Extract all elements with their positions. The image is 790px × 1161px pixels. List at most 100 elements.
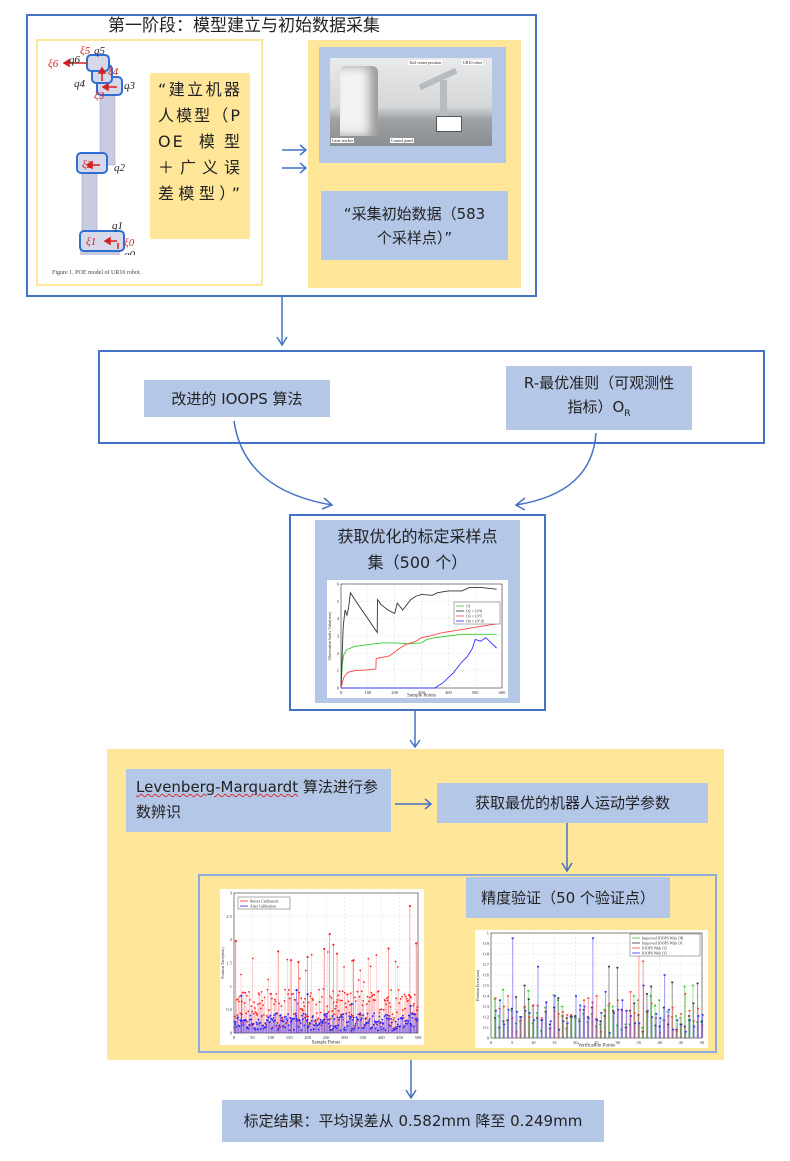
y-tick-label: 0.5 <box>483 983 489 988</box>
error-point <box>363 981 365 984</box>
verification-marker <box>575 995 577 997</box>
error-point <box>410 996 412 999</box>
error-point <box>372 1023 375 1026</box>
verification-marker <box>578 1008 581 1011</box>
error-point <box>370 991 373 994</box>
verification-marker <box>514 1022 517 1025</box>
y-tick-label: 0.8 <box>483 952 489 957</box>
verification-marker <box>582 1008 585 1011</box>
error-point <box>340 1015 342 1018</box>
error-point <box>237 1000 240 1003</box>
error-point <box>367 957 370 960</box>
error-point <box>343 1026 346 1029</box>
error-point <box>284 988 287 991</box>
verification-marker <box>535 1012 538 1014</box>
error-point <box>327 1022 330 1025</box>
verification-marker <box>654 1017 657 1019</box>
robot-arm-shape <box>418 67 458 91</box>
label-xi1: ξ1 <box>86 236 96 248</box>
verification-marker <box>494 1009 497 1012</box>
ioops-algorithm-text: 改进的 IOOPS 算法 <box>171 389 303 408</box>
verification-marker <box>659 1017 662 1019</box>
error-point <box>328 932 331 936</box>
verification-marker <box>591 937 594 940</box>
error-point <box>287 993 289 995</box>
x-tick-label: 400 <box>378 1035 386 1040</box>
error-point <box>360 1018 362 1021</box>
error-point <box>293 1028 295 1031</box>
error-point <box>277 950 280 953</box>
error-point <box>283 1000 286 1002</box>
verification-marker <box>696 1007 699 1010</box>
error-point <box>378 1015 381 1018</box>
error-point <box>357 1027 360 1029</box>
result-line2: 集（500 个） <box>367 553 468 572</box>
legend-box <box>237 896 291 910</box>
error-point <box>275 993 278 995</box>
y-tick-label: 3 <box>337 634 340 639</box>
error-point <box>354 1022 357 1025</box>
error-point <box>241 1019 244 1022</box>
y-axis-label: Position Error(mm) <box>475 969 480 1001</box>
error-point <box>243 991 245 994</box>
error-point <box>253 1001 256 1004</box>
arrow-stage3-to-stage4 <box>409 711 421 749</box>
error-point <box>264 1022 267 1024</box>
error-point <box>298 1019 301 1022</box>
verification-marker <box>541 1019 544 1021</box>
error-point <box>299 1022 302 1024</box>
verification-marker <box>607 1004 610 1007</box>
error-point <box>321 1020 323 1023</box>
label-q1: q1 <box>112 220 123 232</box>
y-tick-label: 0.9 <box>483 941 489 946</box>
error-point <box>352 1016 355 1019</box>
error-point <box>235 998 238 1001</box>
error-point <box>405 1019 408 1022</box>
error-point <box>246 1026 249 1028</box>
error-point <box>323 947 326 951</box>
verification-marker <box>612 1012 615 1014</box>
x-tick-label: 250 <box>323 1035 331 1040</box>
photo-label-tcp: Tool center position <box>408 60 442 65</box>
error-point <box>347 1020 350 1023</box>
error-point <box>376 1020 379 1023</box>
error-point <box>248 998 251 1001</box>
y-tick-label: 6 <box>337 582 340 587</box>
x-axis-label: Sample Points <box>407 694 436 699</box>
verification-marker <box>700 1020 703 1022</box>
verification-marker <box>558 1028 561 1031</box>
verification-marker <box>667 1015 670 1017</box>
verification-marker <box>570 1014 573 1016</box>
verification-marker <box>658 1025 661 1028</box>
series-line-O3105 <box>340 623 497 689</box>
error-point <box>415 1019 418 1022</box>
verification-marker <box>561 1010 564 1013</box>
series-line-O1 <box>340 633 497 689</box>
verification-marker <box>675 1029 678 1032</box>
arrow-stage1-to-stage2 <box>276 297 288 347</box>
error-point <box>369 965 372 968</box>
error-point <box>349 1017 351 1020</box>
verification-marker <box>518 1020 521 1022</box>
verification-marker <box>642 984 645 987</box>
error-point <box>245 1012 248 1015</box>
error-point <box>389 1024 392 1027</box>
verification-marker <box>612 1010 615 1013</box>
verification-marker <box>570 1016 573 1018</box>
y-tick-label: 1.5 <box>226 961 232 966</box>
error-point <box>274 1012 277 1015</box>
verification-marker <box>523 984 526 987</box>
x-tick-label: 300 <box>341 1035 349 1040</box>
verification-marker <box>680 1023 683 1026</box>
verification-marker <box>616 999 619 1001</box>
verification-marker <box>587 1017 590 1019</box>
verification-marker <box>579 1004 582 1007</box>
error-point <box>390 1017 393 1020</box>
legend-label: O2 × 10^6 <box>466 610 482 614</box>
error-point <box>250 1005 253 1008</box>
error-point <box>281 1020 284 1023</box>
error-point <box>327 1010 330 1013</box>
error-point <box>277 1027 280 1030</box>
y-tick-label: 3 <box>230 891 233 896</box>
verification-marker <box>676 1019 679 1021</box>
